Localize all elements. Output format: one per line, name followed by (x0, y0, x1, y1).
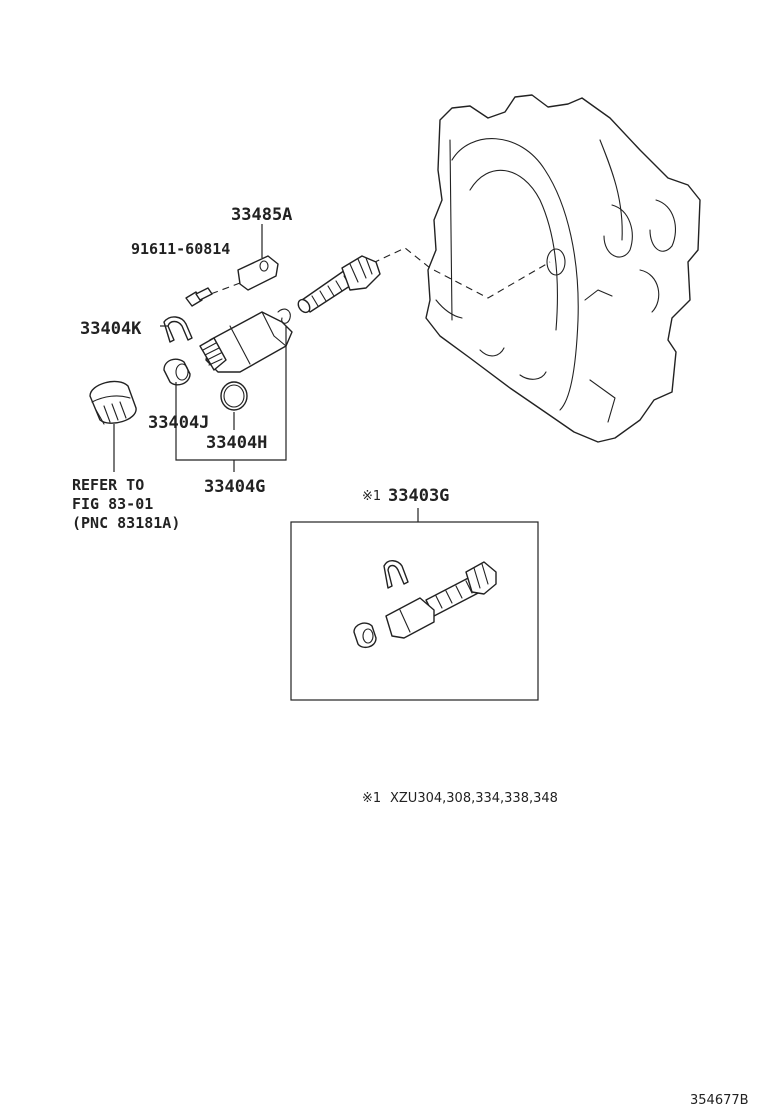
refer-line-1: REFER TO (72, 476, 144, 494)
label-33404K: 33404K (80, 319, 142, 339)
label-33485A: 33485A (231, 205, 292, 225)
bolt-drawing (185, 287, 213, 307)
refer-line-3: (PNC 83181A) (72, 514, 180, 532)
label-91611-60814: 91611-60814 (131, 240, 230, 258)
lock-plate-drawing (237, 255, 279, 291)
refer-line-2: FIG 83-01 (72, 495, 153, 513)
filter-drawing (89, 380, 137, 425)
footnote-models: XZU304,308,334,338,348 (390, 791, 558, 806)
figure-id: 354677B (690, 1093, 749, 1108)
kit-contents-drawing (353, 560, 497, 649)
label-33404J: 33404J (148, 413, 209, 433)
assembly-centerline (361, 247, 551, 299)
kit-note-mark: ※1 (362, 489, 381, 504)
leader-lines (113, 224, 419, 522)
label-33403G: 33403G (388, 486, 449, 506)
driven-gear-shaft-drawing (297, 255, 381, 314)
bushing-drawing (163, 358, 191, 386)
transmission-housing-drawing (425, 94, 701, 443)
label-33404H: 33404H (206, 433, 267, 453)
o-ring-drawing (220, 381, 248, 411)
kit-box (290, 521, 539, 701)
sleeve-drawing (199, 308, 293, 373)
footnote-mark: ※1 (362, 791, 381, 806)
label-33404G: 33404G (204, 477, 265, 497)
clip-drawing (163, 316, 193, 343)
